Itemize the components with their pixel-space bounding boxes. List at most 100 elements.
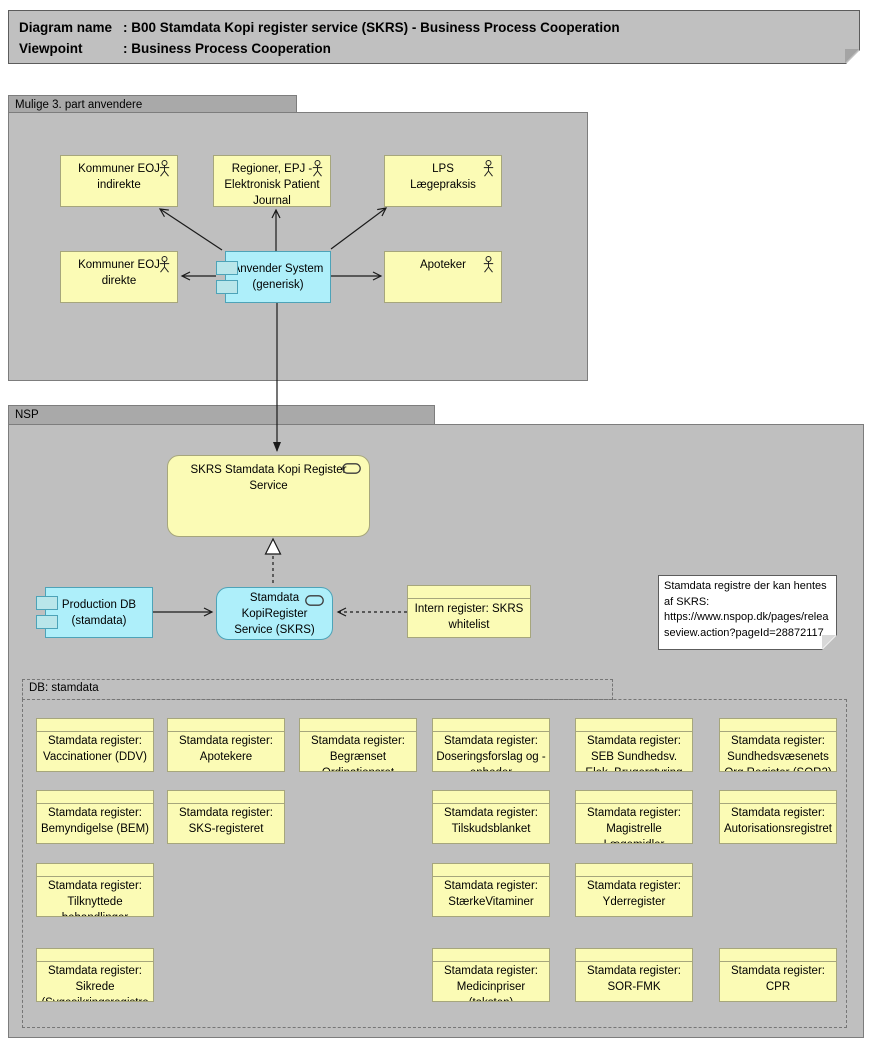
register-name: Begrænset Ordinationsret xyxy=(322,751,394,771)
data-object-bar xyxy=(37,864,153,877)
register-box[interactable]: Stamdata register:Autorisationsregistret xyxy=(719,790,837,844)
register-prefix: Stamdata register: xyxy=(48,807,142,819)
data-object-bar xyxy=(300,719,416,732)
diagram-name-row: Diagram name : B00 Stamdata Kopi registe… xyxy=(19,17,849,38)
register-name: SEB Sundhedsv. Elek. Brugerstyring xyxy=(585,751,682,771)
register-prefix: Stamdata register: xyxy=(444,807,538,819)
register-prefix: Stamdata register: xyxy=(444,965,538,977)
register-name: CPR xyxy=(765,981,791,993)
register-name: StærkeVitaminer xyxy=(448,896,534,908)
component-production-db[interactable]: Production DB (stamdata) xyxy=(36,587,153,638)
data-object-bar xyxy=(433,864,549,877)
register-prefix: Stamdata register: xyxy=(311,735,405,747)
register-name: Bemyndigelse (BEM) xyxy=(40,823,149,835)
component-tab-icon xyxy=(36,596,58,610)
note-text: Stamdata registre der kan hentes af SKRS… xyxy=(664,580,829,639)
service-skrs-stamdata-kopi-register[interactable]: SKRS Stamdata Kopi Register Service xyxy=(167,455,370,537)
register-box[interactable]: Stamdata register:SOR-FMK xyxy=(575,948,693,1002)
actor-regioner-epj[interactable]: Regioner, EPJ - Elektronisk Patient Jour… xyxy=(213,155,331,207)
group-body-db-stamdata[interactable] xyxy=(22,699,847,1028)
data-object-bar xyxy=(433,949,549,962)
register-box[interactable]: Stamdata register:Tilknyttede behandling… xyxy=(36,863,154,917)
viewpoint-value: Business Process Cooperation xyxy=(131,41,331,56)
register-name: Medicinpriser (taksten) xyxy=(456,981,526,1001)
register-box[interactable]: Stamdata register: Doseringsforslag og -e… xyxy=(432,718,550,772)
register-name: Doseringsforslag og -enheder xyxy=(436,751,546,771)
register-name: Sundhedsvæsenets Org Register (SOR2) xyxy=(724,751,831,771)
register-box[interactable]: Stamdata register: Medicinpriser (taksten… xyxy=(432,948,550,1002)
register-box[interactable]: Stamdata register:CPR xyxy=(719,948,837,1002)
register-prefix: Stamdata register: xyxy=(587,880,681,892)
service-label: Stamdata KopiRegister Service (SKRS) xyxy=(234,591,315,636)
actor-kommuner-eoj-indirekte[interactable]: Kommuner EOJ indirekte xyxy=(60,155,178,207)
service-label: SKRS Stamdata Kopi Register Service xyxy=(190,464,347,492)
group-label: DB: stamdata xyxy=(29,682,99,694)
data-object-bar xyxy=(576,719,692,732)
service-lozenge-icon xyxy=(305,595,324,611)
register-box[interactable]: Stamdata register: Sikrede (Sygesikringsr… xyxy=(36,948,154,1002)
actor-label: Kommuner EOJ indirekte xyxy=(78,163,160,191)
viewpoint-label: Viewpoint xyxy=(19,41,83,56)
separator: : xyxy=(123,41,128,56)
component-label: Production DB (stamdata) xyxy=(61,598,137,627)
data-object-bar xyxy=(576,791,692,804)
register-box[interactable]: Stamdata register: Yderregister xyxy=(575,863,693,917)
data-object-bar xyxy=(433,791,549,804)
business-actor-icon xyxy=(159,256,170,278)
diagram-title-note: Diagram name : B00 Stamdata Kopi registe… xyxy=(8,10,860,64)
register-box[interactable]: Stamdata register: Vaccinationer (DDV) xyxy=(36,718,154,772)
actor-label: Apoteker xyxy=(419,259,467,271)
register-box[interactable]: Stamdata register: Apotekere xyxy=(167,718,285,772)
viewpoint-row: Viewpoint : Business Process Cooperation xyxy=(19,38,849,59)
data-object-bar xyxy=(37,719,153,732)
register-prefix: Stamdata register: xyxy=(48,965,142,977)
register-prefix: Stamdata register: xyxy=(444,880,538,892)
actor-kommuner-eoj-direkte[interactable]: Kommuner EOJ direkte xyxy=(60,251,178,303)
register-box[interactable]: Stamdata register:Magistrelle Lægemidler xyxy=(575,790,693,844)
register-prefix: Stamdata register: xyxy=(48,735,142,747)
component-anvender-system[interactable]: Anvender System (generisk) xyxy=(216,251,331,303)
register-name: Yderregister xyxy=(602,896,666,908)
component-tab-icon xyxy=(216,280,238,294)
data-object-bar xyxy=(720,791,836,804)
note-stamdata-registre[interactable]: Stamdata registre der kan hentes af SKRS… xyxy=(658,575,837,650)
component-tab-icon xyxy=(36,615,58,629)
register-box[interactable]: Stamdata register:Sundhedsvæsenets Org R… xyxy=(719,718,837,772)
actor-lps-laegepraksis[interactable]: LPS Lægepraksis xyxy=(384,155,502,207)
data-object-bar xyxy=(168,791,284,804)
register-box[interactable]: Stamdata register:Tilskudsblanket xyxy=(432,790,550,844)
component-label: Anvender System (generisk) xyxy=(232,263,324,291)
data-object-bar xyxy=(168,719,284,732)
group-tab-db-stamdata[interactable]: DB: stamdata xyxy=(22,679,613,700)
register-prefix: Stamdata register: xyxy=(587,735,681,747)
register-name: Autorisationsregistret xyxy=(723,823,833,835)
group-body-third-party[interactable] xyxy=(8,112,588,381)
register-prefix: Stamdata register: xyxy=(444,735,538,747)
data-object-bar xyxy=(720,719,836,732)
register-box[interactable]: Stamdata register: SKS-registeret xyxy=(167,790,285,844)
register-prefix: Stamdata register: xyxy=(587,807,681,819)
register-box[interactable]: Stamdata register: Bemyndigelse (BEM) xyxy=(36,790,154,844)
actor-apoteker[interactable]: Apoteker xyxy=(384,251,502,303)
data-object-bar xyxy=(408,586,530,599)
register-name: Apotekere xyxy=(199,751,253,763)
register-name: Sikrede (Sygesikringsregistre xyxy=(41,981,148,1001)
register-box[interactable]: Stamdata register: StærkeVitaminer xyxy=(432,863,550,917)
register-name: Vaccinationer (DDV) xyxy=(43,751,147,763)
register-prefix: Stamdata register: xyxy=(179,735,273,747)
register-box[interactable]: Stamdata register: SEB Sundhedsv. Elek. B… xyxy=(575,718,693,772)
group-tab-third-party[interactable]: Mulige 3. part anvendere xyxy=(8,95,297,113)
data-object-bar xyxy=(720,949,836,962)
group-tab-nsp[interactable]: NSP xyxy=(8,405,435,425)
register-prefix: Stamdata register: xyxy=(179,807,273,819)
business-actor-icon xyxy=(312,160,323,182)
component-tab-icon xyxy=(216,261,238,275)
business-actor-icon xyxy=(483,256,494,278)
data-object-bar xyxy=(576,949,692,962)
service-stamdata-kopi-register[interactable]: Stamdata KopiRegister Service (SKRS) xyxy=(216,587,333,640)
register-name: SKS-registeret xyxy=(188,823,264,835)
data-object-intern-register[interactable]: Intern register: SKRS whitelist xyxy=(407,585,531,638)
actor-label: Regioner, EPJ - Elektronisk Patient Jour… xyxy=(224,163,320,207)
register-box[interactable]: Stamdata register: Begrænset Ordinationsr… xyxy=(299,718,417,772)
